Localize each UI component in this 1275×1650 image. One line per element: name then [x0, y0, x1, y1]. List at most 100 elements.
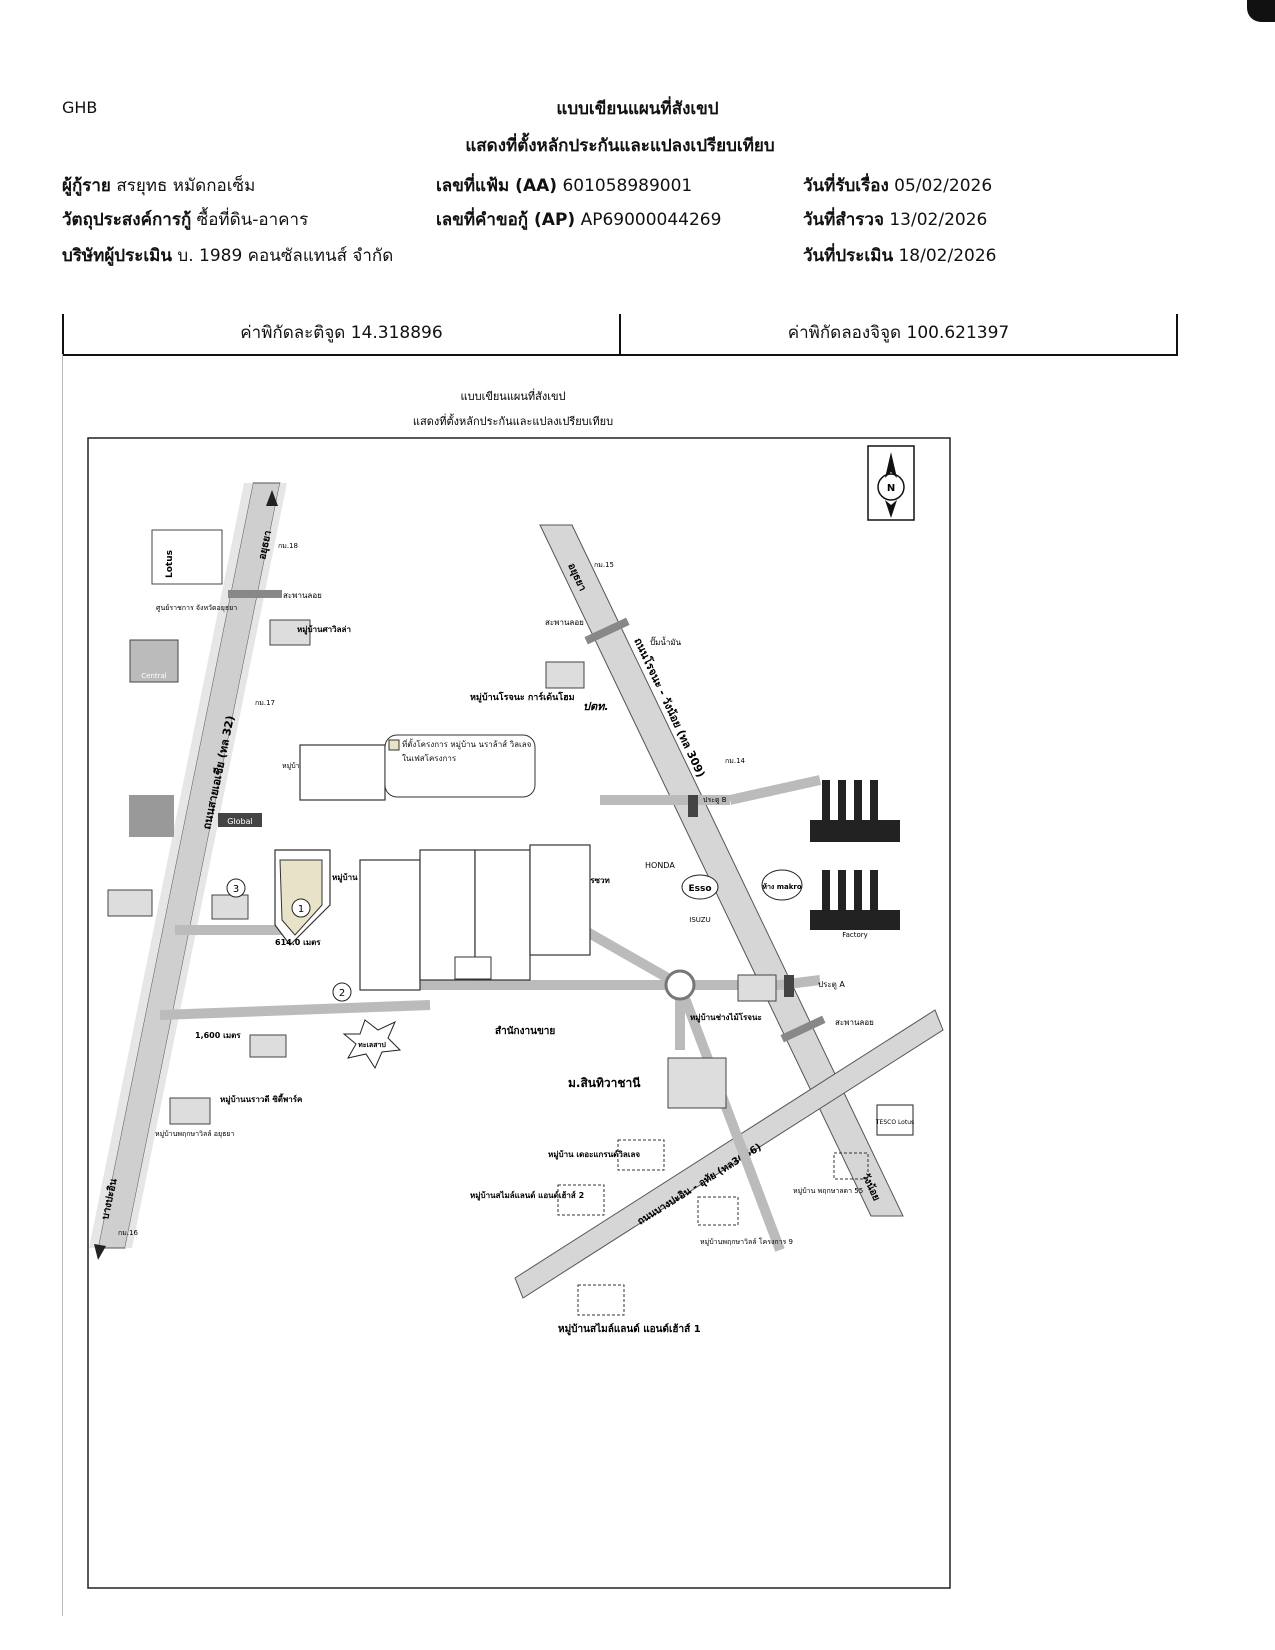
borrower-value: สรยุทธ หมัดกอเซ็ม	[116, 176, 256, 196]
lake-label: ทะเลสาป	[358, 1041, 386, 1049]
request-no-label: เลขที่คำขอกู้ (AP)	[436, 210, 576, 230]
svg-text:2: 2	[339, 988, 345, 999]
traffic-light-icon	[688, 795, 698, 817]
borrower-label: ผู้กู้ราย	[62, 176, 111, 196]
village-label-5: หมู่บ้านช่างไม้โรจนะ	[690, 1012, 762, 1023]
house-icons	[107, 619, 777, 1125]
file-no-row: เลขที่แฟ้ม (AA) 601058989001	[436, 172, 692, 199]
house-icon	[249, 1034, 287, 1058]
bridge-icon	[780, 1015, 826, 1043]
house-icon	[211, 894, 249, 920]
lotus-building: Lotus	[151, 529, 223, 585]
house-icon	[269, 619, 311, 646]
bridge-label-2: สะพานลอย	[545, 618, 584, 627]
makro-icon	[761, 869, 803, 901]
survey-label: วันที่สำรวจ	[803, 210, 884, 230]
honda-label: HONDA	[645, 861, 675, 870]
legend-text: ที่ตั้งโครงการ หมู่บ้าน นราล้าส์ วิลเลจ …	[402, 740, 532, 763]
roundabout	[664, 969, 696, 1001]
marker-1: 1	[291, 898, 311, 918]
distance-label-2: 1,600 เมตร	[195, 1031, 241, 1040]
map-frame	[62, 354, 1175, 1616]
purpose-row: วัตถุประสงค์การกู้ ซื้อที่ดิน-อาคาร	[62, 206, 308, 233]
company-label: บริษัทผู้ประเมิน	[62, 246, 172, 266]
village-label-7: หมู่บ้าน เดอะแกรนด์วิลเลจ	[548, 1149, 640, 1160]
gate-b-label: ประตู B	[703, 796, 727, 804]
svg-text:1: 1	[298, 904, 304, 915]
received-label: วันที่รับเรื่อง	[803, 176, 889, 196]
gate-a-label: ประตู A	[818, 980, 845, 990]
global-icon: Global	[218, 813, 262, 827]
asia-highway: ถนนสายเอเชีย (ทล 32) อยุธยา บางปะอิน	[89, 482, 287, 1260]
house-icon	[545, 661, 585, 689]
survey-value: 13/02/2026	[889, 210, 988, 230]
bridge-icon	[584, 617, 630, 645]
km14-label: กม.14	[725, 757, 746, 765]
latitude-cell: ค่าพิกัดละติจูด 14.318896	[240, 323, 443, 343]
village-label-1: หมู่บ้านศาวิลล่า	[297, 624, 351, 635]
survey-row: วันที่สำรวจ 13/02/2026	[803, 206, 987, 233]
scan-corner-mark	[1247, 0, 1275, 22]
page-subtitle: แสดงที่ตั้งหลักประกันและแปลงเปรียบเทียบ	[465, 136, 775, 156]
sales-office-icon	[454, 956, 492, 980]
bridge-icon	[228, 590, 282, 598]
received-row: วันที่รับเรื่อง 05/02/2026	[803, 172, 992, 199]
map-title: แบบเขียนแผนที่สังเขป	[461, 388, 566, 403]
esso-label: Esso	[688, 884, 711, 894]
house-icon	[107, 889, 153, 917]
company-row: บริษัทผู้ประเมิน บ. 1989 คอนซัลแทนส์ จำก…	[62, 242, 393, 269]
isuzu-label: ISUZU	[689, 916, 710, 924]
svg-text:3: 3	[233, 884, 239, 895]
lotus-label: Lotus	[165, 550, 175, 578]
shop-icon	[129, 795, 174, 837]
received-value: 05/02/2026	[894, 176, 993, 196]
university-label: ม.สินทิวาชานี	[568, 1076, 641, 1090]
north-label: N	[887, 483, 895, 494]
ghb-label: GHB	[62, 98, 98, 117]
factory-icon	[810, 780, 900, 930]
appraisal-row: วันที่ประเมิน 18/02/2026	[803, 242, 996, 269]
longitude-cell: ค่าพิกัดลองจิจูด 100.621397	[619, 314, 1176, 354]
bridge-label-3: สะพานลอย	[835, 1018, 874, 1027]
tesco-icon	[876, 1104, 914, 1136]
project-blocks	[274, 744, 591, 991]
km16-label: กม.16	[118, 1229, 139, 1237]
sales-office-label: สำนักงานขาย	[495, 1025, 555, 1037]
distance-label-1: 614.0 เมตร	[275, 938, 321, 947]
village-label-6: หมู่บ้านนราวดี ซิตี้พาร์ค	[220, 1093, 302, 1105]
rojana-road: ถนนโรจนะ - วังน้อย (ทล 309) อยุธยา วังน้…	[539, 524, 904, 1217]
house-icon	[169, 1097, 211, 1125]
map-subtitle: แสดงที่ตั้งหลักประกันและแปลงเปรียบเทียบ	[413, 413, 613, 428]
appraisal-value: 18/02/2026	[898, 246, 997, 266]
village-label-12: หมู่บ้านสไมล์แลนด์ แอนด์เฮ้าส์ 1	[558, 1322, 701, 1336]
purpose-label: วัตถุประสงค์การกู้	[62, 210, 192, 230]
page-title: แบบเขียนแผนที่สังเขป	[556, 99, 719, 119]
file-no-label: เลขที่แฟ้ม (AA)	[436, 176, 558, 196]
central-icon: Central	[129, 639, 179, 683]
purpose-value: ซื้อที่ดิน-อาคาร	[196, 210, 309, 230]
village-label-11: หมู่บ้านพฤกษาวิลล์ โครงการ 9	[700, 1237, 793, 1246]
factory-label: Factory	[842, 931, 868, 939]
traffic-light-icon	[784, 975, 794, 997]
km18-label: กม.18	[278, 542, 298, 550]
central-label: Central	[141, 672, 167, 680]
hospital-label: ศูนย์ราชการ จังหวัดอยุธยา	[156, 604, 237, 612]
comparison-boxes	[557, 1139, 869, 1316]
map-border	[87, 437, 951, 1589]
coordinate-box: ค่าพิกัดละติจูด 14.318896 ค่าพิกัดลองจิจ…	[62, 314, 1178, 356]
km15-label: กม.15	[594, 561, 614, 569]
lake-star-icon	[342, 1019, 402, 1070]
marker-2: 2	[332, 982, 352, 1002]
tesco-label: TESCO Lotus	[875, 1119, 914, 1126]
appraisal-label: วันที่ประเมิน	[803, 246, 894, 266]
north-arrow-icon: N	[867, 445, 915, 521]
gas-station-label: ปั๊มน้ำมัน	[650, 636, 682, 647]
request-no-row: เลขที่คำขอกู้ (AP) AP69000044269	[436, 206, 721, 233]
company-value: บ. 1989 คอนซัลแทนส์ จำกัด	[177, 246, 394, 266]
village-label-8: หมู่บ้านสไมล์แลนด์ แอนด์เฮ้าส์ 2	[470, 1190, 584, 1201]
village-label-9: หมู่บ้าน พฤกษาลดา 55	[793, 1187, 863, 1195]
borrower-row: ผู้กู้ราย สรยุทธ หมัดกอเซ็ม	[62, 172, 255, 199]
global-label: Global	[227, 817, 253, 826]
village-label-10: หมู่บ้านพฤกษาวิลล์ อยุธยา	[155, 1130, 234, 1138]
